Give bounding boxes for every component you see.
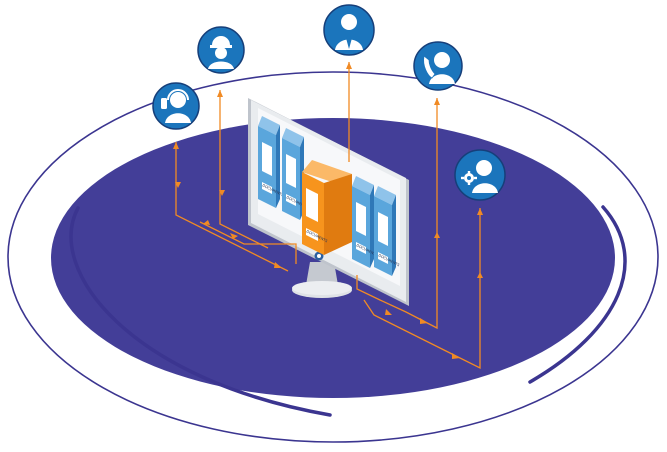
connector-phone	[356, 98, 438, 330]
binder-4: DOCUMENTS	[352, 176, 379, 268]
role-badge-administrator	[454, 149, 506, 201]
role-badge-phone-contact	[413, 41, 463, 91]
connector-extra-left	[199, 221, 297, 264]
binder-5: DOCUMENTS	[374, 186, 401, 276]
gear-settings-user-icon	[461, 160, 498, 193]
monitor-stand	[292, 262, 352, 298]
businessman-tie-icon	[335, 14, 363, 50]
connector-headset	[175, 142, 289, 272]
binder-1: DOCUMENTS	[258, 116, 285, 208]
connector-worker	[219, 90, 269, 249]
ring-arc-left	[69, 206, 332, 417]
connector-arrowheads	[173, 62, 483, 359]
headset-support-agent-icon	[161, 89, 191, 123]
connectors	[175, 62, 481, 370]
outer-ring	[7, 71, 659, 443]
hard-hat-worker-icon	[208, 36, 234, 69]
phone-call-contact-icon	[423, 52, 455, 84]
binder-3-highlighted: DOCUMENTS	[302, 160, 352, 255]
ring-arc-right	[528, 205, 627, 384]
role-badge-worker	[197, 26, 245, 74]
role-badge-businessman	[323, 4, 375, 56]
role-badge-support-agent	[152, 82, 200, 130]
binder-stack: DOCUMENTS DOCUMENTS DOCUMENTS DO	[258, 116, 401, 276]
